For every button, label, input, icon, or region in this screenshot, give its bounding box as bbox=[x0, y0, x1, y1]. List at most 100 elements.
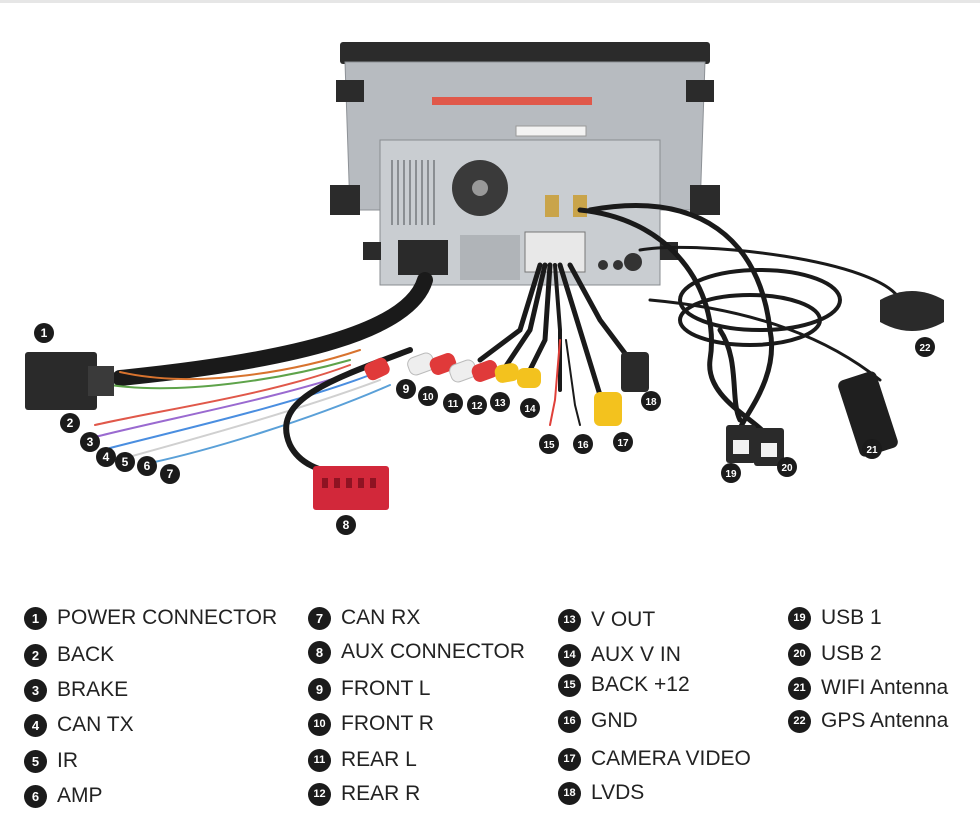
svg-text:13: 13 bbox=[494, 398, 506, 409]
callout-13: 13 bbox=[490, 392, 510, 412]
legend-badge: 12 bbox=[308, 782, 331, 806]
legend-item-21: 21 WIFI Antenna bbox=[788, 676, 948, 700]
legend-item-9: 9 FRONT L bbox=[308, 677, 430, 701]
head-unit bbox=[330, 42, 720, 286]
legend-item-19: 19 USB 1 bbox=[788, 606, 882, 630]
top-divider bbox=[0, 0, 980, 3]
callout-5: 5 bbox=[115, 452, 135, 472]
legend-label: LVDS bbox=[591, 781, 645, 804]
legend-label: CAMERA VIDEO bbox=[591, 747, 751, 770]
legend-item-22: 22 GPS Antenna bbox=[788, 709, 948, 733]
legend-badge: 9 bbox=[308, 677, 331, 701]
legend-badge: 11 bbox=[308, 748, 331, 772]
callout-2: 2 bbox=[60, 413, 80, 433]
legend-item-6: 6 AMP bbox=[24, 784, 103, 808]
legend-badge: 19 bbox=[788, 606, 811, 630]
legend-badge: 7 bbox=[308, 606, 331, 630]
usb-connectors bbox=[726, 425, 784, 466]
legend-badge: 16 bbox=[558, 709, 581, 733]
legend-label: AUX CONNECTOR bbox=[341, 640, 525, 663]
legend-badge: 22 bbox=[788, 709, 811, 733]
callout-11: 11 bbox=[443, 393, 463, 413]
legend-label: USB 2 bbox=[821, 642, 882, 665]
callout-4: 4 bbox=[96, 447, 116, 467]
legend-label: CAN TX bbox=[57, 713, 134, 736]
svg-text:17: 17 bbox=[617, 438, 629, 449]
legend-badge: 13 bbox=[558, 608, 581, 632]
legend-label: BACK +12 bbox=[591, 673, 690, 696]
legend-badge: 17 bbox=[558, 747, 581, 771]
legend-badge: 6 bbox=[24, 784, 47, 808]
callout-19: 19 bbox=[721, 463, 741, 483]
callout-1: 1 bbox=[34, 323, 54, 343]
svg-text:22: 22 bbox=[919, 343, 931, 354]
callout-15: 15 bbox=[539, 434, 559, 454]
legend-label: REAR R bbox=[341, 782, 421, 805]
legend-item-20: 20 USB 2 bbox=[788, 642, 882, 666]
legend-item-3: 3 BRAKE bbox=[24, 678, 128, 702]
legend-label: BRAKE bbox=[57, 678, 129, 701]
aux-connector bbox=[313, 466, 389, 510]
svg-text:10: 10 bbox=[422, 392, 434, 403]
legend-badge: 3 bbox=[24, 678, 47, 702]
svg-text:8: 8 bbox=[343, 518, 350, 532]
callout-8: 8 bbox=[336, 515, 356, 535]
legend-label: IR bbox=[57, 749, 78, 772]
svg-text:20: 20 bbox=[781, 463, 793, 474]
legend-item-12: 12 REAR R bbox=[308, 782, 420, 806]
callout-6: 6 bbox=[137, 456, 157, 476]
legend-label: FRONT L bbox=[341, 677, 431, 700]
legend-badge: 10 bbox=[308, 712, 331, 736]
callout-16: 16 bbox=[573, 434, 593, 454]
svg-text:2: 2 bbox=[67, 416, 74, 430]
legend-item-15: 15 BACK +12 bbox=[558, 673, 690, 697]
svg-text:21: 21 bbox=[866, 445, 878, 456]
svg-text:7: 7 bbox=[167, 467, 174, 481]
legend-label: GND bbox=[591, 709, 638, 732]
callout-3: 3 bbox=[80, 432, 100, 452]
callout-18: 18 bbox=[641, 391, 661, 411]
legend-badge: 2 bbox=[24, 643, 47, 667]
legend-badge: 20 bbox=[788, 642, 811, 666]
svg-text:16: 16 bbox=[577, 440, 589, 451]
legend-label: POWER CONNECTOR bbox=[57, 606, 278, 629]
power-connector bbox=[25, 352, 114, 410]
legend-item-17: 17 CAMERA VIDEO bbox=[558, 747, 751, 771]
legend-label: WIFI Antenna bbox=[821, 676, 949, 699]
callout-12: 12 bbox=[467, 395, 487, 415]
rca-plugs bbox=[364, 352, 649, 426]
legend-label: AMP bbox=[57, 784, 103, 807]
legend-item-8: 8 AUX CONNECTOR bbox=[308, 640, 525, 664]
legend-item-11: 11 REAR L bbox=[308, 748, 417, 772]
legend-badge: 21 bbox=[788, 676, 811, 700]
legend-badge: 8 bbox=[308, 640, 331, 664]
legend-badge: 15 bbox=[558, 673, 581, 697]
legend-label: USB 1 bbox=[821, 606, 882, 629]
callout-17: 17 bbox=[613, 432, 633, 452]
callout-7: 7 bbox=[160, 464, 180, 484]
svg-text:1: 1 bbox=[41, 326, 48, 340]
svg-text:4: 4 bbox=[103, 450, 110, 464]
legend-label: GPS Antenna bbox=[821, 709, 949, 732]
callout-20: 20 bbox=[777, 457, 797, 477]
svg-text:19: 19 bbox=[725, 469, 737, 480]
svg-text:5: 5 bbox=[122, 455, 129, 469]
legend-item-18: 18 LVDS bbox=[558, 781, 644, 805]
wifi-antenna bbox=[838, 371, 898, 457]
legend-label: REAR L bbox=[341, 748, 417, 771]
svg-text:14: 14 bbox=[524, 404, 536, 415]
legend-badge: 18 bbox=[558, 781, 581, 805]
callout-21: 21 bbox=[862, 439, 882, 459]
gps-antenna bbox=[880, 291, 944, 331]
svg-text:15: 15 bbox=[543, 440, 555, 451]
svg-text:3: 3 bbox=[87, 435, 94, 449]
callout-14: 14 bbox=[520, 398, 540, 418]
callout-22: 22 bbox=[915, 337, 935, 357]
